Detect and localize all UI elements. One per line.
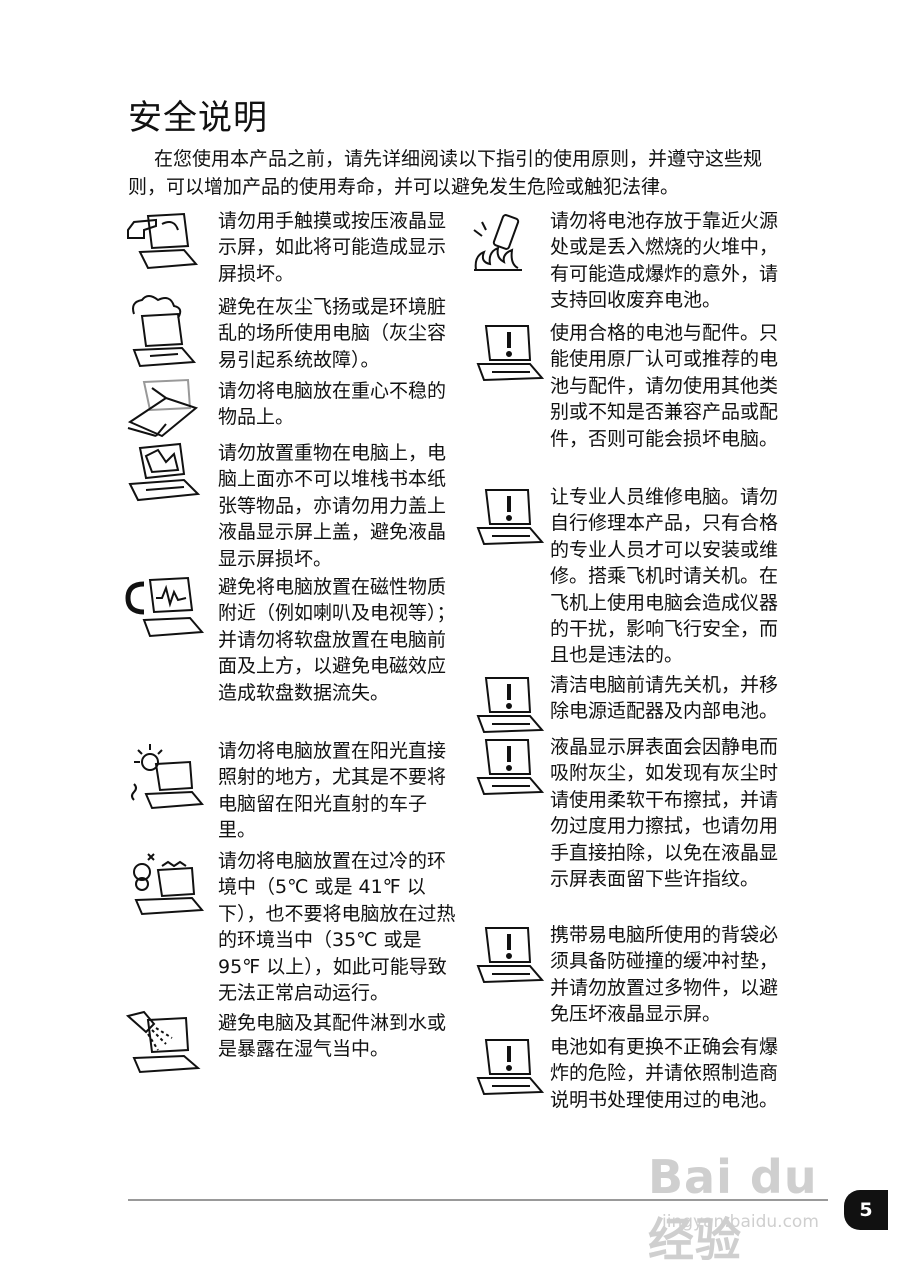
watermark-url: jingyan.baidu.com [662, 1212, 819, 1232]
warning-laptop-icon [476, 325, 545, 382]
safety-item-text: 避免将电脑放置在磁性物质附近（例如喇叭及电视等）；并请勿将软盘放置在电脑前面及上… [218, 576, 456, 704]
safety-item-text: 使用合格的电池与配件。只能使用原厂认可或推荐的电池与配件，请勿使用其他类别或不知… [550, 322, 779, 450]
safety-item-text: 请勿将电脑放在重心不稳的物品上。 [218, 380, 447, 429]
page-title: 安全说明 [128, 98, 268, 138]
battery-fire-icon [473, 214, 522, 271]
safety-item-text: 避免在灰尘飞扬或是环境脏乱的场所使用电脑（灰尘容易引起系统故障）。 [218, 296, 447, 371]
page-number: 5 [844, 1190, 888, 1230]
warning-laptop-icon [476, 489, 545, 546]
safety-item-text: 请勿用手触摸或按压液晶显示屏，如此将可能造成显示屏损坏。 [218, 210, 447, 285]
safety-item-text: 携带易电脑所使用的背袋必须具备防碰撞的缓冲衬垫，并请勿放置过多物件，以避免压坏液… [550, 924, 779, 1026]
magnet-laptop-icon [125, 576, 205, 638]
warning-laptop-icon [476, 739, 545, 796]
safety-item-text: 请勿放置重物在电脑上，电脑上面亦不可以堆栈书本纸张等物品，亦请勿用力盖上液晶显示… [218, 442, 447, 570]
safety-item-text: 液晶显示屏表面会因静电而吸附灰尘，如发现有灰尘时请使用柔软干布擦拭，并请勿过度用… [550, 736, 779, 891]
safety-item-text: 电池如有更换不正确会有爆炸的危险，并请依照制造商说明书处理使用过的电池。 [550, 1036, 779, 1111]
safety-item-text: 清洁电脑前请先关机，并移除电源适配器及内部电池。 [550, 674, 779, 723]
warning-laptop-icon [476, 677, 545, 734]
intro-line-1: 在您使用本产品之前，请先详细阅读以下指引的使用原则，并遵守这些规 [154, 148, 763, 170]
warning-laptop-icon [476, 927, 545, 984]
safety-item-text: 请勿将电脑放置在阳光直接照射的地方，尤其是不要将电脑留在阳光直射的车子里。 [218, 740, 447, 842]
intro-line-2: 则，可以增加产品的使用寿命，并可以避免发生危险或触犯法律。 [128, 176, 680, 198]
dust-cloud-laptop-icon [132, 295, 197, 368]
temperature-laptop-icon [133, 853, 205, 916]
water-laptop-icon [125, 1010, 201, 1074]
safety-item-text: 避免电脑及其配件淋到水或是暴露在湿气当中。 [218, 1012, 447, 1061]
unstable-laptop-icon [127, 378, 199, 438]
warning-laptop-icon [476, 1039, 545, 1096]
watermark: Bai du 经验 jingyan.baidu.com [648, 1150, 878, 1267]
safety-item-text: 请勿将电脑放置在过冷的环境中（5℃ 或是 41℉ 以下），也不要将电脑放在过热的… [218, 850, 456, 1005]
sun-laptop-icon [131, 744, 205, 810]
hand-touch-screen-icon [127, 212, 199, 270]
safety-item-text: 请勿将电池存放于靠近火源处或是丢入燃烧的火堆中，有可能造成爆炸的意外，请支持回收… [550, 210, 779, 312]
watermark-brand: Bai du 经验 [648, 1150, 818, 1267]
heavy-object-laptop-icon [128, 442, 201, 502]
safety-item-text: 让专业人员维修电脑。请勿自行修理本产品，只有合格的专业人员才可以安装或维修。搭乘… [550, 486, 779, 667]
intro-paragraph: 在您使用本产品之前，请先详细阅读以下指引的使用原则，并遵守这些规 则，可以增加产… [128, 145, 788, 201]
footer-divider [128, 1199, 828, 1201]
